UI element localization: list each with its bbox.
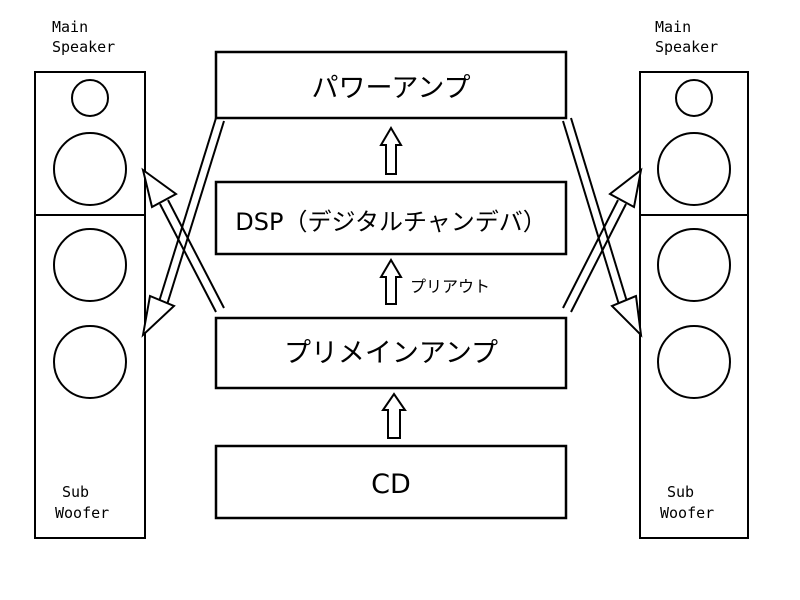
left-woofer-label: Woofer <box>55 504 109 522</box>
right-speaker-speaker-label: Speaker <box>655 38 718 56</box>
left-sub-label: Sub <box>62 483 89 501</box>
cd-block: CD <box>214 444 568 520</box>
cd-label: CD <box>371 469 411 500</box>
left-speaker: Main Speaker Sub Woofer <box>34 18 146 539</box>
preamp-box <box>214 316 568 390</box>
left-speaker-speaker-label: Speaker <box>52 38 115 56</box>
right-main-arrowhead <box>610 294 643 338</box>
dsp-to-power-amp-arrow <box>379 126 403 175</box>
left-woofer-2 <box>53 325 127 399</box>
left-cables <box>141 117 225 338</box>
left-tweeter <box>71 79 109 117</box>
power-amp-to-right-main-cable <box>562 117 643 338</box>
cd-box <box>214 444 568 520</box>
power-amp-to-left-main-cable <box>141 117 225 338</box>
right-sub-label: Sub <box>667 483 694 501</box>
preamp-to-dsp-arrow <box>379 258 403 305</box>
right-woofer-1 <box>657 228 731 302</box>
dsp-label: DSP（デジタルチャンデバ） <box>235 208 546 236</box>
left-main-arrowhead <box>141 294 176 338</box>
power-amp-box <box>214 50 568 120</box>
power-amp-label: パワーアンプ <box>311 73 470 104</box>
dsp-box <box>214 180 568 256</box>
cd-to-preamp-arrow <box>381 392 407 439</box>
right-speaker-main-label: Main <box>655 18 691 36</box>
right-midrange-driver <box>657 132 731 206</box>
left-midrange-driver <box>53 132 127 206</box>
left-sub-arrowhead <box>141 167 178 209</box>
preamp-to-left-sub-cable <box>141 167 225 313</box>
right-speaker: Main Speaker Sub Woofer <box>639 18 749 539</box>
right-woofer-label: Woofer <box>660 504 714 522</box>
preamp-label: プリメインアンプ <box>284 338 498 369</box>
right-sub-arrowhead <box>608 167 643 209</box>
right-woofer-2 <box>657 325 731 399</box>
preamp-to-right-sub-cable <box>562 167 643 313</box>
preamp-block: プリメインアンプ <box>214 316 568 390</box>
right-cables <box>562 117 643 338</box>
dsp-block: DSP（デジタルチャンデバ） <box>214 180 568 256</box>
left-woofer-1 <box>53 228 127 302</box>
right-tweeter <box>675 79 713 117</box>
power-amp-block: パワーアンプ <box>214 50 568 120</box>
pre-out-label: プリアウト <box>410 277 490 296</box>
left-speaker-main-label: Main <box>52 18 88 36</box>
